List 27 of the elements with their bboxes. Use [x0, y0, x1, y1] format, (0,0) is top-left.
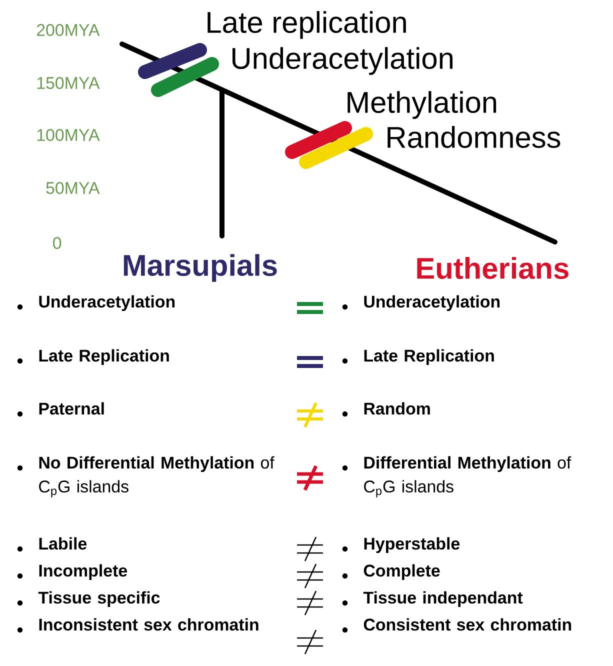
list-item: Labile	[39, 537, 87, 550]
marker-label: Late replication	[208, 11, 406, 39]
list-item: Underacetylation	[364, 295, 500, 311]
list-item: Late Replication	[39, 349, 169, 365]
axis-tick-label: 200MYA	[36, 24, 100, 36]
axis-tick-label: 150MYA	[37, 77, 100, 89]
list-item: Consistent sex chromatin	[364, 618, 572, 631]
marker-label: Randomness	[388, 126, 560, 148]
list-item: No Differential Methylation of C$_{p}$G islands	[39, 456, 274, 498]
list-item: Tissue specific	[38, 591, 160, 607]
list-item: Hyperstable	[364, 537, 460, 553]
group-heading: Eutherians	[417, 257, 568, 279]
axis-tick-label: 100MYA	[37, 129, 100, 141]
list-item: Complete	[364, 564, 440, 580]
group-heading: Marsupials	[124, 254, 277, 282]
list-item: Random	[364, 402, 430, 415]
list-item: Tissue independant	[363, 591, 523, 607]
axis-tick-label: 0	[53, 237, 62, 249]
list-item: Late Replication	[364, 349, 494, 365]
list-item: Differential Methylation of C$_{p}$G islands	[364, 456, 572, 498]
axis-tick-label: 50MYA	[46, 182, 100, 194]
marker-label: Methylation	[348, 91, 496, 119]
marker-label: Underacetylation	[232, 47, 453, 75]
list-item: Inconsistent sex chromatin	[39, 618, 258, 631]
list-item: Underacetylation	[39, 295, 175, 311]
list-item: Paternal	[39, 402, 104, 415]
list-item: Incomplete	[39, 564, 128, 580]
